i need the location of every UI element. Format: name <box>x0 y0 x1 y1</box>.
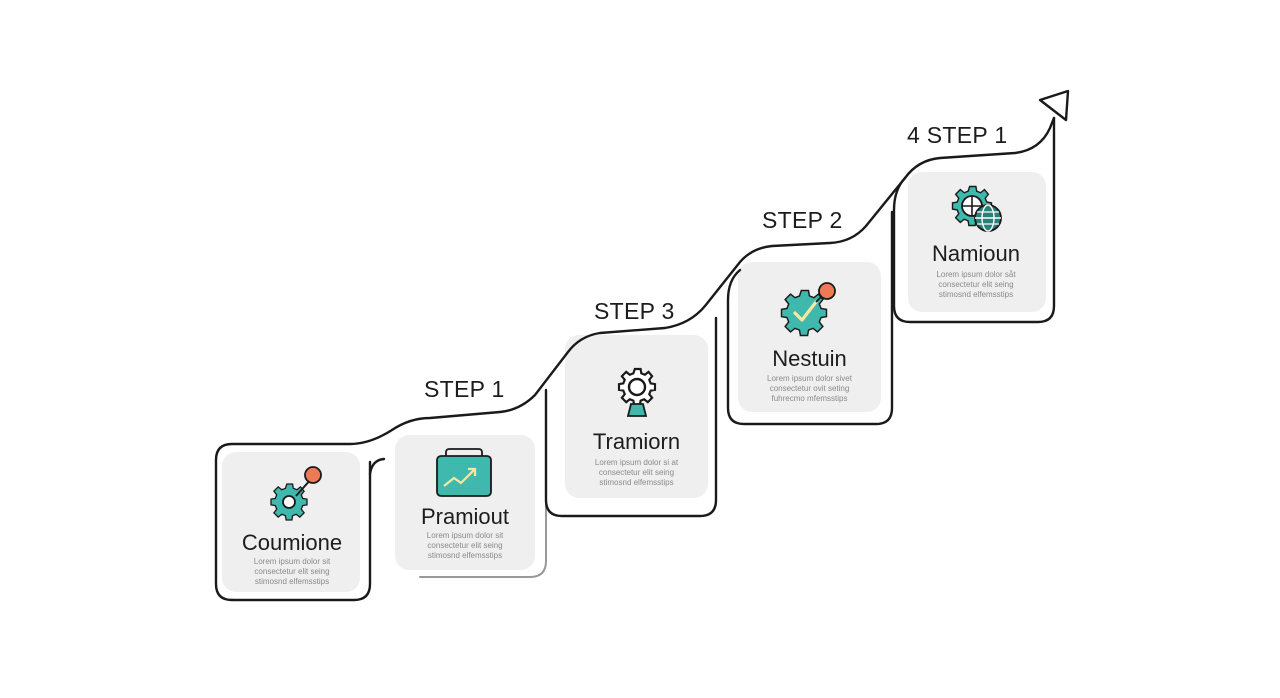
card-fill-1 <box>222 452 360 592</box>
card-2-body-line: consectetur elit seing <box>427 541 503 550</box>
card-3-body: Lorem ipsum dolor si at consectetur elit… <box>565 458 708 488</box>
card-5-body-line: consectetur elit seing <box>938 280 1014 289</box>
card-outline-5 <box>892 116 1056 324</box>
card-4-body-line: Lorem ipsum dolor sivet <box>767 374 852 383</box>
card-outline-1 <box>230 460 372 602</box>
gear-award-icon <box>617 367 657 417</box>
arrow-head <box>1038 89 1070 122</box>
card-fill-2 <box>395 435 535 570</box>
card-2-body-line: stimosnd elfemsstips <box>427 551 503 560</box>
card-4-title: Nestuin <box>772 346 847 371</box>
card-5-body: Lorem ipsum dolor såt consectetur elit s… <box>906 270 1046 300</box>
card-1-body-line: stimosnd elfemsstips <box>254 577 330 586</box>
card-1-body-line: Lorem ipsum dolor sit <box>253 557 331 566</box>
card-fill-4 <box>738 262 881 412</box>
step-label-2: STEP 3 <box>594 298 675 324</box>
card-5-body-line: stimosnd elfemsstips <box>938 290 1014 299</box>
step-label-4: 4 STEP 1 <box>907 122 1008 148</box>
gear-check-icon <box>780 282 836 337</box>
card-1-body-line: consectetur elit seing <box>254 567 330 576</box>
card-1-body: Lorem ipsum dolor sit consectetur elit s… <box>222 557 362 587</box>
card-5-body-line: Lorem ipsum dolor såt <box>936 270 1016 279</box>
card-5-title: Namioun <box>931 241 1021 266</box>
card-4-body: Lorem ipsum dolor sivet consectetur ovit… <box>738 374 881 404</box>
step-label-1: STEP 1 <box>424 376 505 402</box>
card-2-body: Lorem ipsum dolor sit consectetur elit s… <box>395 531 535 561</box>
card-1-top-right <box>368 457 386 476</box>
card-3-body-line: Lorem ipsum dolor si at <box>594 458 679 467</box>
card-outline-4 <box>726 210 894 426</box>
card-3-body-line: consectetur elit seing <box>598 468 675 477</box>
step-label-3: STEP 2 <box>762 207 843 233</box>
card-2-body-line: Lorem ipsum dolor sit <box>426 531 504 540</box>
card-2-title: Pramiout <box>420 504 510 529</box>
card-4-body-line: consectetur ovit seting <box>769 384 850 393</box>
staircase-line <box>214 116 1056 602</box>
card-3-body-line: stimosnd elfemsstips <box>599 478 674 487</box>
briefcase-chart-icon <box>436 448 492 497</box>
card-fill-5 <box>908 172 1046 312</box>
gear-globe-icon <box>951 185 1002 232</box>
card-1-title: Coumione <box>241 530 343 555</box>
card-outline-3 <box>544 316 718 518</box>
gear-connector-icon <box>270 466 322 521</box>
card-4-body-line: fuhrecmo mfemsstips <box>771 394 848 403</box>
card-outline-2 <box>419 389 547 578</box>
card-3-title: Tramiorn <box>592 429 681 454</box>
